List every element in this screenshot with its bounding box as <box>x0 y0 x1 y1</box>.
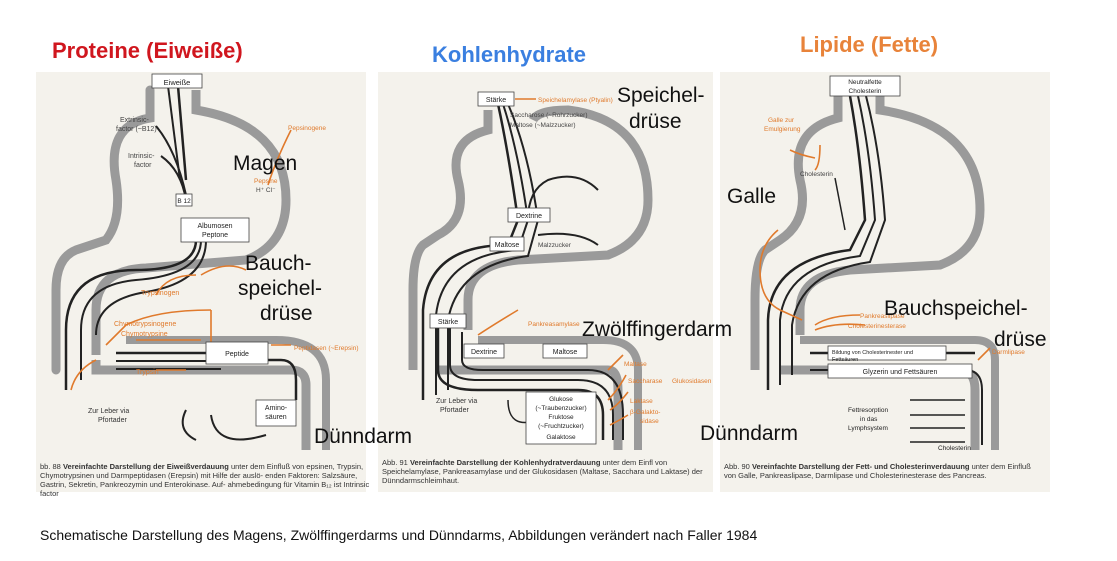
trypsinogen-label: Trypsinogen <box>141 290 179 297</box>
extrinsic-label-2: factor (~B12) <box>116 126 157 133</box>
lipid-caption: Abb. 90 Vereinfachte Darstellung der Fet… <box>724 462 1031 480</box>
protein-duenndarm-label: Dünndarm <box>314 425 413 448</box>
lipid-bauch-label-1: Bauchspeichel- <box>884 297 1028 320</box>
pepsinogen-label: Pepsinogene <box>288 125 326 132</box>
fruktose-label: Fruktose <box>548 414 574 421</box>
galaktosidase-label-1: β-Galakto- <box>630 409 660 416</box>
intrinsic-label-2: factor <box>134 162 152 169</box>
chymotrypsin-label: Chymotrypsine <box>121 331 168 338</box>
chymotrypsinogen-label: Chymotrypsinogene <box>114 321 176 328</box>
galaktosidase-label-2: sidase <box>640 418 659 425</box>
bauch-label-2: speichel- <box>238 277 323 300</box>
peptide-box-label: Peptide <box>225 351 249 358</box>
peptidase-label: Peptidasen (~Erepsin) <box>294 345 359 352</box>
fruchtzucker-label: (~Fruchtzucker) <box>538 423 584 430</box>
leber-label-2: Pfortader <box>98 417 127 424</box>
cholesterin-lower-label: Cholesterin <box>938 445 971 452</box>
trypsin-label: Trypsin <box>136 369 159 376</box>
protein-intestine-outline <box>91 360 311 450</box>
fettresorption-label-1: Fettresorption <box>848 407 888 414</box>
saccharose-label: Saccharose (~Rohrzucker) <box>510 112 588 119</box>
carb-heading: Kohlenhydrate <box>432 42 587 67</box>
staerke2-box-label: Stärke <box>438 319 458 326</box>
protein-input-label: Eiweiße <box>164 78 191 87</box>
pepsin-label: Pepsine <box>254 178 278 185</box>
maltose-box-label: Maltose <box>495 242 520 249</box>
carb-leber-label-2: Pfortader <box>440 407 469 414</box>
protein-heading: Proteine (Eiweiße) <box>52 38 243 63</box>
amino-label-1: Amino- <box>265 405 288 412</box>
dextrine2-box-label: Dextrine <box>471 349 497 356</box>
protein-intestine-inner <box>126 336 330 450</box>
carb-digestion-diagram: Stärke Speichelamylase (Ptyalin) Sacchar… <box>408 91 712 450</box>
fettresorption-label-3: Lymphsystem <box>848 425 888 432</box>
saccharase-label: Saccharase <box>628 378 663 385</box>
figure-footer-caption: Schematische Darstellung des Magens, Zwö… <box>40 527 758 543</box>
zwoelffingerdarm-label: Zwölffingerdarm <box>582 318 733 341</box>
bauch-label-3: drüse <box>260 302 313 325</box>
galaktose-label: Galaktose <box>546 434 576 441</box>
glyzerin-label: Glyzerin und Fettsäuren <box>863 369 938 376</box>
fettsaeuren-small-label: Fettsäuren <box>832 357 858 363</box>
cholesterinesterase-label: Cholesterinesterase <box>848 323 906 330</box>
extrinsic-label-1: Extrinsic- <box>120 117 149 124</box>
magen-label: Magen <box>233 152 298 175</box>
glukosidasen-label: Glukosidasen <box>672 378 712 385</box>
lipid-input-label-1: Neutralfette <box>848 79 882 86</box>
speichel-label-2: drüse <box>629 110 682 133</box>
amino-label-2: säuren <box>265 414 287 421</box>
emulgierung-label: Emulgierung <box>764 126 801 133</box>
protein-stomach-outline <box>51 85 155 375</box>
protein-stomach-outer <box>91 90 291 355</box>
protein-digestion-diagram: Eiweiße Extrinsic- factor (~B12) Intrins… <box>51 73 359 450</box>
traubenzucker-label: (~Traubenzucker) <box>535 405 586 412</box>
bildung-label: Bildung von Cholesterinester und <box>832 350 913 356</box>
pankreaslipase-label: Pankreaslipase <box>860 313 905 320</box>
laktase-label: Laktase <box>630 398 653 405</box>
malzzucker-label: Malzzucker <box>538 242 572 249</box>
staerke-box-label: Stärke <box>486 97 506 104</box>
lipid-bauch-label-2: drüse <box>994 328 1047 351</box>
albumosen-label: Albumosen <box>197 223 232 230</box>
maltose2-box-label: Maltose <box>553 349 578 356</box>
carb-caption: Abb. 91 Vereinfachte Darstellung der Koh… <box>382 458 703 485</box>
lipid-heading: Lipide (Fette) <box>800 32 939 57</box>
pankreasamylase-label: Pankreasamylase <box>528 321 580 328</box>
lipid-input-label-2: Cholesterin <box>849 88 882 95</box>
fettresorption-label-2: in das <box>860 416 878 423</box>
protein-panel-background <box>36 72 366 492</box>
galle-zur-label: Galle zur <box>768 117 795 124</box>
b12-box-label: B 12 <box>177 198 191 205</box>
glukose-label: Glukose <box>549 396 573 403</box>
peptone-label: Peptone <box>202 232 228 239</box>
speichelamylase-label: Speichelamylase (Ptyalin) <box>538 97 613 104</box>
carb-leber-label-1: Zur Leber via <box>436 398 477 405</box>
galle-label: Galle <box>727 185 777 208</box>
lipid-digestion-diagram: Neutralfette Cholesterin Galle zur Emulg… <box>750 75 1025 452</box>
maltose-upper-label: Maltose (~Malzzucker) <box>510 122 576 129</box>
darmlipase-label: Darmlipase <box>992 349 1025 356</box>
intrinsic-label-1: Intrinsic- <box>128 153 155 160</box>
bauch-label-1: Bauch- <box>245 252 312 275</box>
speichel-label-1: Speichel- <box>617 84 705 107</box>
lipid-duenndarm-label: Dünndarm <box>700 422 799 445</box>
leber-label-1: Zur Leber via <box>88 408 129 415</box>
protein-caption: bb. 88 Vereinfachte Darstellung der Eiwe… <box>40 462 370 498</box>
hcl-label: H⁺ Cl⁻ <box>256 187 276 194</box>
cholesterin-upper-label: Cholesterin <box>800 171 833 178</box>
maltase-label: Maltase <box>624 361 647 368</box>
dextrine-box-label: Dextrine <box>516 213 542 220</box>
